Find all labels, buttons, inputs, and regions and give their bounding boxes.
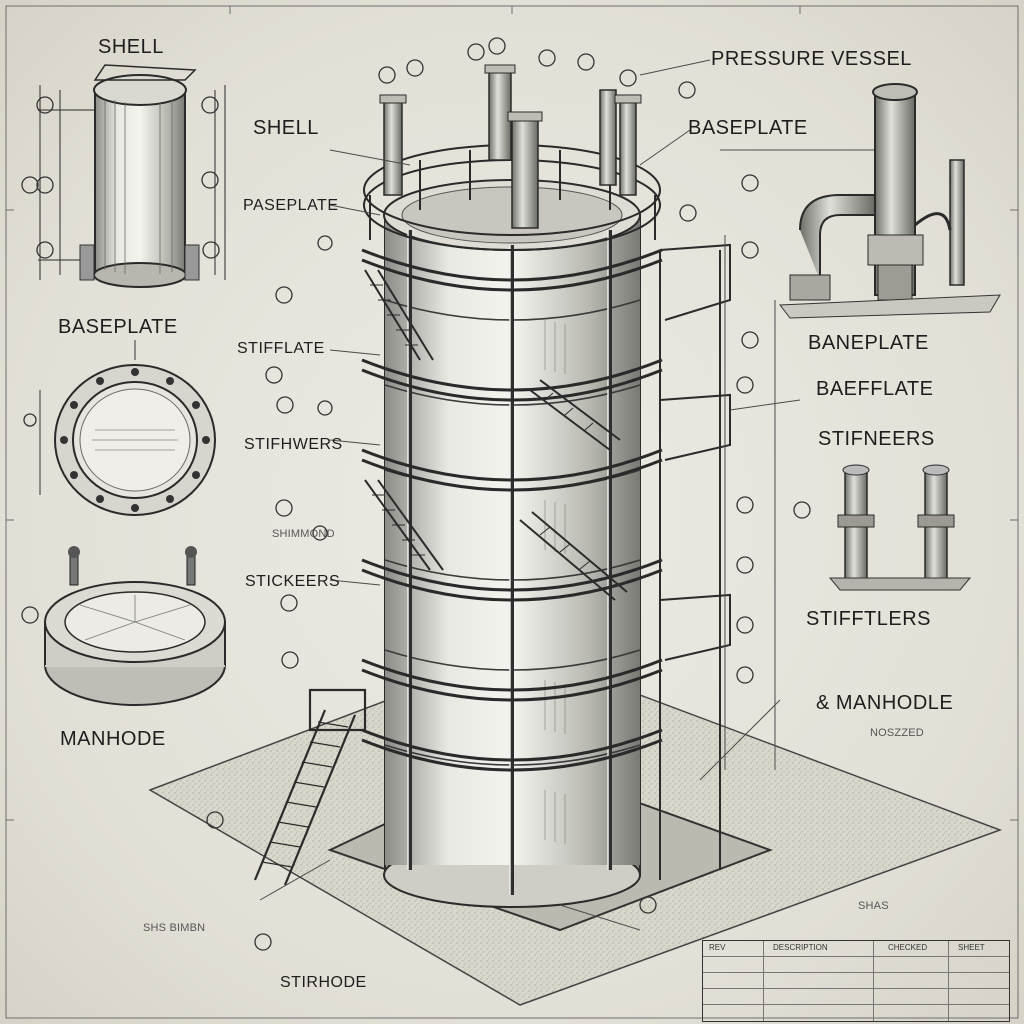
leader-lines	[259, 59, 880, 931]
title-block-header-3: CHECKED	[888, 943, 928, 952]
shell-label-left: SHELL	[98, 36, 164, 58]
stifhwers-label: STIFHWERS	[244, 436, 343, 453]
title-block-divider	[763, 941, 764, 1021]
manhode-label-right: & MANHODLE	[816, 692, 954, 714]
title-block-divider	[873, 941, 874, 1021]
pressure-vessel-label: PRESSURE VESSEL	[711, 48, 912, 70]
paseplate-label: PASEPLATE	[243, 197, 339, 214]
title-block-row	[703, 973, 1009, 989]
shell-detail	[38, 64, 226, 288]
scribble-note-b: SHS BIMBN	[143, 922, 206, 934]
title-block-header-1: REV	[709, 943, 726, 952]
stifftlers-label: STIFFTLERS	[806, 608, 932, 630]
sheet-border	[5, 5, 1019, 1019]
manhode-label-left: MANHODE	[60, 728, 166, 750]
title-block-header-4: SHEET	[958, 943, 985, 952]
baneplate-label: BANEPLATE	[808, 332, 929, 354]
scribble-note-a: SHIMMOND	[272, 528, 335, 540]
title-block: REV DESCRIPTION CHECKED SHEET	[702, 940, 1010, 1022]
title-block-divider	[948, 941, 949, 1021]
baseplate-label-right: BASEPLATE	[688, 117, 808, 139]
title-block-header-2: DESCRIPTION	[773, 943, 828, 952]
callout-markers	[21, 37, 811, 951]
title-block-header: REV DESCRIPTION CHECKED SHEET	[703, 941, 1009, 957]
stifneers-label: STIFNEERS	[818, 428, 935, 450]
flange-ring-detail	[39, 340, 216, 516]
title-block-row	[703, 957, 1009, 973]
stiffeners-detail	[828, 464, 972, 591]
shell-label-center: SHELL	[253, 117, 319, 139]
scribble-note-c: SHAS	[858, 900, 889, 912]
tower-shell	[383, 179, 641, 908]
manhole-ring-detail	[44, 546, 226, 706]
stickeers-label: STICKEERS	[245, 573, 341, 590]
ring-platforms	[361, 248, 663, 772]
top-nozzles	[379, 64, 642, 229]
stifflate-label: STIFFLATE	[237, 340, 325, 357]
pressure-vessel-detail	[779, 83, 1001, 319]
front-ladder	[253, 688, 367, 886]
title-block-row	[703, 989, 1009, 1005]
baseplate-label-left: BASEPLATE	[58, 316, 178, 338]
baefflate-label: BAEFFLATE	[816, 378, 934, 400]
spiral-stairs	[364, 269, 628, 601]
stirhode-label: STIRHODE	[280, 974, 367, 991]
noszzed-label: NOSZZED	[870, 727, 924, 739]
side-landings	[659, 243, 731, 880]
